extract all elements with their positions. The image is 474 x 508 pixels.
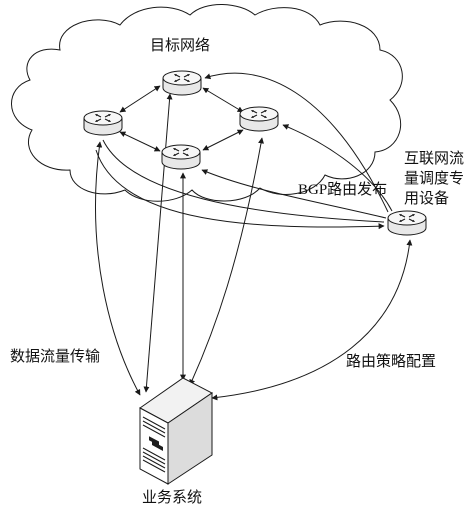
device-label-line3: 用设备 <box>404 190 449 207</box>
device-label-line2: 量调度专 <box>404 170 464 187</box>
server-icon <box>139 377 213 485</box>
router-icon <box>83 110 123 136</box>
router-icon <box>161 144 201 170</box>
policy-config-label: 路由策略配置 <box>346 353 436 370</box>
cloud-shape <box>11 4 403 202</box>
device-label-line1: 互联网流 <box>404 150 464 167</box>
target-network-label: 目标网络 <box>150 37 210 54</box>
router-icon <box>239 106 279 132</box>
bgp-publish-label: BGP路由发布 <box>298 181 387 198</box>
router-icon <box>387 210 427 236</box>
router-icon <box>162 70 202 96</box>
business-system-label: 业务系统 <box>142 489 202 506</box>
data-transfer-label: 数据流量传输 <box>10 348 100 365</box>
